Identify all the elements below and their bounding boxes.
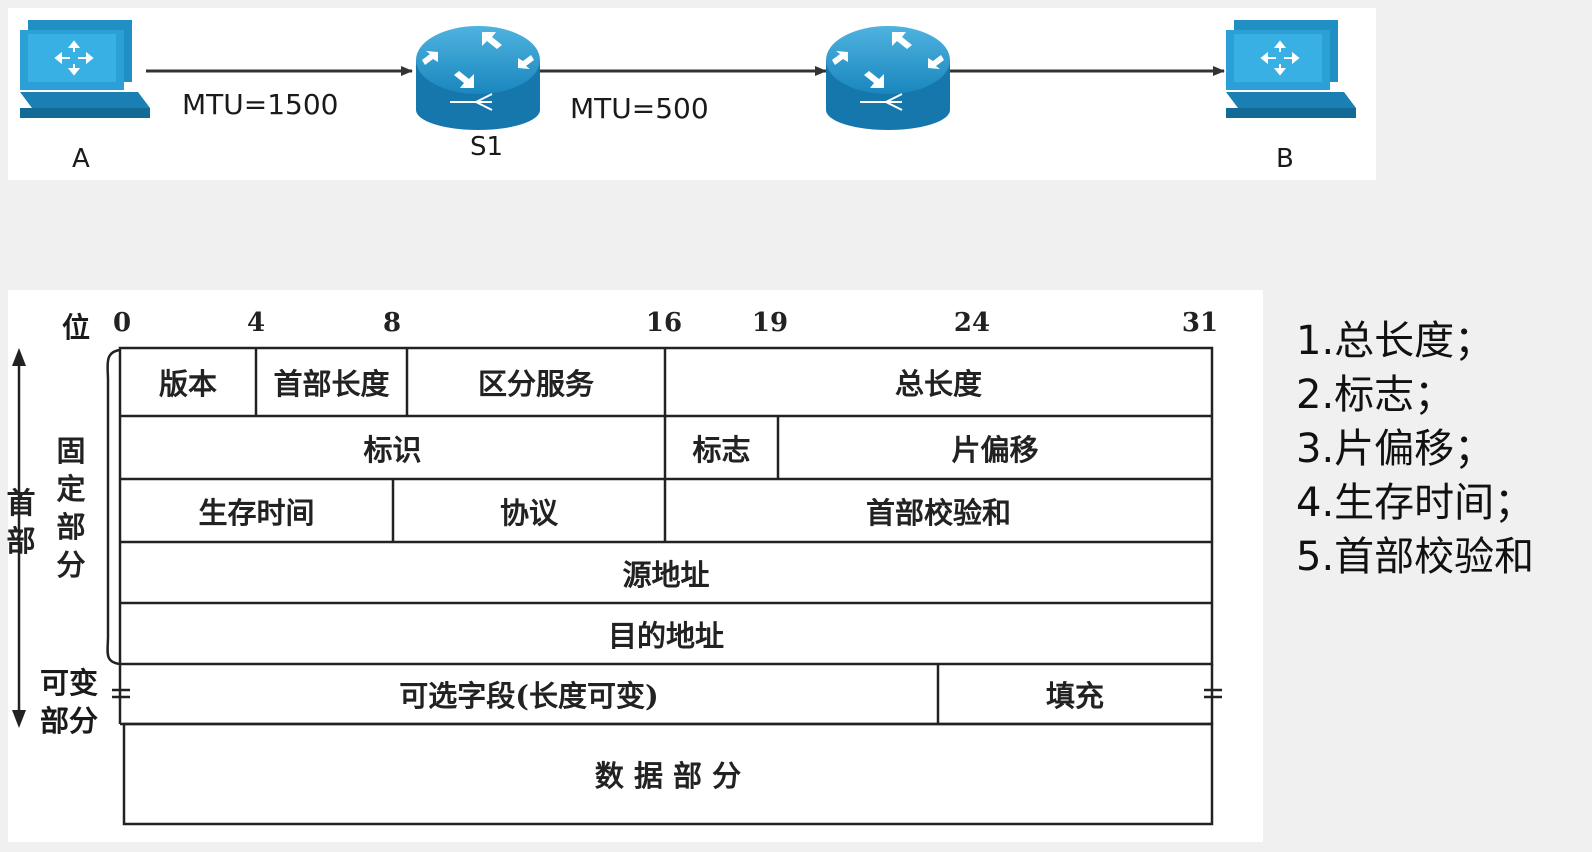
router-icon: [416, 26, 540, 130]
field-version: 版本: [158, 367, 217, 401]
bit-axis-label: 位: [62, 311, 91, 344]
field-data: 数 据 部 分: [594, 759, 742, 793]
router-icon: [826, 26, 950, 130]
field-source-address: 源地址: [622, 557, 710, 592]
answer-item: 1.总长度；: [1296, 318, 1495, 364]
side-label-fixed-part: 固定部分: [56, 434, 86, 582]
host-a-label: A: [72, 144, 90, 174]
field-identification: 标识: [363, 432, 422, 467]
bit-tick: 24: [953, 308, 991, 338]
field-header-checksum: 首部校验和: [865, 495, 1011, 530]
answer-list: 1.总长度； 2.标志； 3.片偏移； 4.生存时间； 5.首部校验和: [1296, 314, 1534, 584]
network-topology-panel: [8, 8, 1376, 180]
host-b-label: B: [1276, 144, 1294, 174]
field-differentiated-services: 区分服务: [477, 367, 594, 401]
router-s1-label: S1: [470, 132, 504, 162]
workstation-icon: [1226, 20, 1356, 118]
link-mtu-label: MTU=500: [570, 92, 709, 125]
field-flags: 标志: [692, 432, 751, 467]
field-ttl: 生存时间: [198, 495, 315, 530]
field-protocol: 协议: [499, 495, 558, 530]
network-topology-diagram: [20, 20, 1356, 130]
field-total-length: 总长度: [894, 367, 982, 401]
answer-item: 2.标志；: [1296, 372, 1455, 418]
link-mtu-label: MTU=1500: [182, 88, 339, 121]
side-label-variable-part: 部分: [40, 704, 99, 738]
answer-item: 4.生存时间；: [1296, 480, 1535, 526]
bit-tick: 16: [645, 308, 683, 338]
side-label-variable-part: 可变: [40, 666, 99, 700]
bit-tick: 8: [382, 308, 402, 338]
bit-tick: 19: [751, 308, 789, 338]
workstation-icon: [20, 20, 150, 118]
answer-item: 5.首部校验和: [1296, 534, 1535, 580]
bit-tick: 0: [112, 308, 132, 338]
field-header-length: 首部长度: [273, 367, 390, 401]
answer-item: 3.片偏移；: [1296, 426, 1495, 472]
field-padding: 填充: [1045, 679, 1104, 713]
side-label-header: 首部: [6, 486, 36, 558]
bit-tick: 31: [1181, 308, 1219, 338]
field-destination-address: 目的地址: [607, 618, 724, 653]
field-fragment-offset: 片偏移: [951, 432, 1039, 467]
bit-tick: 4: [246, 308, 266, 338]
field-options: 可选字段(长度可变): [399, 679, 659, 713]
